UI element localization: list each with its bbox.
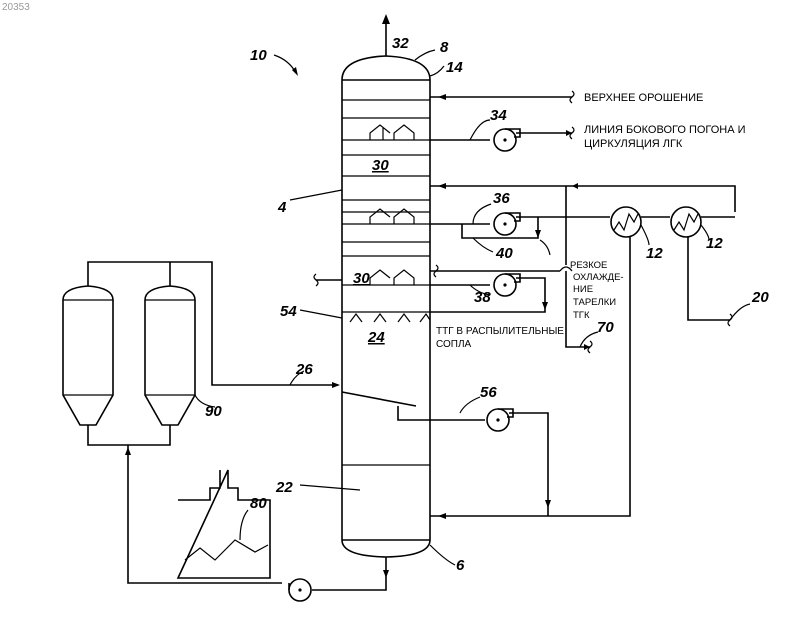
ref-12: 12 — [706, 235, 723, 252]
ref-4: 4 — [277, 199, 287, 216]
ref-54: 54 — [280, 303, 297, 320]
ref-12: 12 — [646, 245, 663, 262]
ref-10: 10 — [250, 47, 267, 64]
chimney-tray — [370, 270, 414, 285]
ref-30: 30 — [372, 157, 389, 174]
ref-56: 56 — [480, 384, 497, 401]
quench-label: РЕЗКОЕ — [570, 260, 607, 271]
ref-20: 20 — [751, 289, 769, 306]
quench-label: НИЕ — [573, 284, 593, 295]
ref-6: 6 — [456, 557, 465, 574]
ref-36: 36 — [493, 190, 510, 207]
ref-32: 32 — [392, 35, 409, 52]
quench-label: ОХЛАЖДЕ- — [573, 272, 624, 283]
spray-label: ТТГ В РАСПЫЛИТЕЛЬНЫЕ — [436, 326, 564, 337]
top-reflux-label: ВЕРХНЕЕ ОРОШЕНИЕ — [584, 92, 703, 104]
ref-38: 38 — [474, 289, 491, 306]
ref-34: 34 — [490, 107, 507, 124]
trays — [342, 100, 430, 285]
side-draw-label: ЛИНИЯ БОКОВОГО ПОГОНА И — [584, 124, 746, 136]
corner-id: 20353 — [2, 2, 30, 13]
ref-22: 22 — [275, 479, 293, 496]
ref-30: 30 — [353, 270, 370, 287]
furnace-80 — [178, 470, 270, 578]
quench-label: ТАРЕЛКИ — [573, 297, 616, 308]
ref-70: 70 — [597, 319, 614, 336]
collector — [342, 392, 430, 420]
coke-drums — [63, 286, 195, 425]
side-draw-label-2: ЦИРКУЛЯЦИЯ ЛГК — [584, 138, 683, 150]
spray-nozzles — [350, 314, 430, 322]
ref-24: 24 — [367, 329, 385, 346]
ref-14: 14 — [446, 59, 463, 76]
chimney-tray — [370, 209, 414, 224]
ref-26: 26 — [295, 361, 313, 378]
ref-80: 80 — [250, 495, 267, 512]
quench-label: ТГК — [573, 310, 590, 321]
ref-90: 90 — [205, 403, 222, 420]
ref-8: 8 — [440, 39, 449, 56]
ref-40: 40 — [495, 245, 513, 262]
spray-label-2: СОПЛА — [436, 339, 472, 350]
chimney-tray — [370, 125, 414, 140]
